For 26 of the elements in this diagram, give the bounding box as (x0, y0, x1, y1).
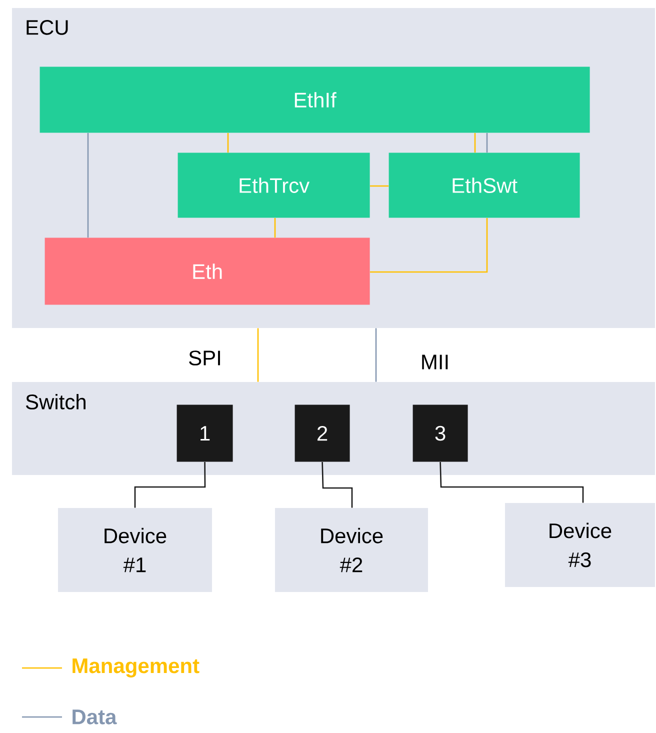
connector-line (322, 462, 353, 508)
edge-label: SPI (187, 350, 223, 366)
device-box: Device #2 (275, 508, 428, 592)
legend-label: Management (72, 658, 200, 678)
driver-box: Eth (44, 238, 370, 305)
connector-line (227, 133, 229, 153)
legend-label: Data (72, 710, 117, 724)
connector-line (134, 462, 206, 508)
module-box: EthSwt (388, 152, 580, 218)
module-box: EthTrcv (178, 152, 370, 218)
connector-line (474, 133, 476, 153)
connector-line (257, 328, 259, 382)
connector-line (440, 462, 584, 503)
device-box: Device #1 (58, 508, 212, 592)
port-box: 3 (412, 404, 468, 462)
connector-line (486, 133, 488, 153)
device-box: Device #3 (505, 503, 655, 587)
connector-line (370, 185, 389, 187)
port-box: 2 (294, 404, 350, 462)
edge-label: MII (419, 354, 451, 370)
module-box: EthIf (40, 66, 590, 133)
connector-line (87, 133, 89, 238)
connector-line (274, 218, 276, 238)
port-box: 1 (176, 404, 233, 462)
connector-line (375, 328, 377, 382)
connector-line (370, 218, 488, 273)
